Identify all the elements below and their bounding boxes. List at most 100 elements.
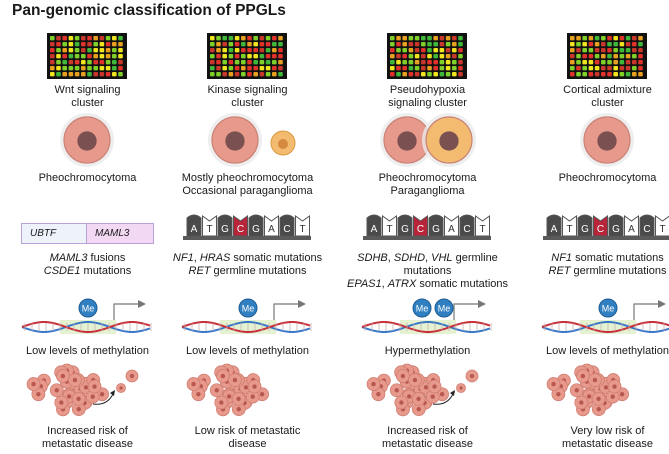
- heatmap-cell: [278, 66, 283, 71]
- tumor-cluster-illustration: [546, 363, 630, 417]
- cluster-cell-nucleus: [259, 392, 265, 397]
- heatmap-cell: [607, 42, 612, 47]
- heatmap-cell: [112, 66, 117, 71]
- heatmap-cell: [588, 36, 594, 41]
- heatmap-cell: [427, 42, 432, 47]
- dna-base-letter: G: [612, 224, 620, 235]
- heatmap-cell: [601, 72, 606, 77]
- dna-base-letter: A: [191, 224, 198, 235]
- dna-base: [202, 215, 217, 237]
- heatmap-cell: [234, 36, 240, 41]
- heatmap-cell: [632, 36, 637, 41]
- heatmap-cell: [421, 66, 426, 71]
- fusion-partner-maml3: MAML3: [87, 224, 153, 243]
- dna-backbone: [183, 236, 311, 240]
- heatmap-cell: [259, 72, 265, 77]
- heatmap-cell: [234, 66, 240, 71]
- cluster-name-line: Wnt signaling: [54, 84, 121, 96]
- heatmap-cell: [619, 54, 625, 59]
- dna-base: [546, 214, 562, 237]
- dna-strand: [21, 321, 151, 333]
- cluster-cell-nucleus: [54, 388, 59, 393]
- heatmap-cell: [427, 60, 432, 65]
- heatmap-cell: [210, 42, 215, 47]
- heatmap-cell: [68, 42, 74, 47]
- heatmap-cell: [452, 48, 457, 53]
- dna-backbone: [363, 236, 491, 240]
- heatmap-cell: [222, 48, 227, 53]
- arrow-head: [138, 300, 146, 308]
- methyl-group: [598, 298, 618, 318]
- metastatic-risk-line: Increased risk of: [47, 425, 128, 437]
- tumor-type-line: Paraganglioma: [390, 185, 465, 197]
- mutation-text: ,: [381, 278, 388, 290]
- heatmap-cell: [74, 36, 80, 41]
- mutation-line: SDHB, SDHD, VHL germline mutations: [345, 252, 510, 278]
- heatmap-cell: [452, 72, 457, 77]
- heatmap-cell: [582, 60, 587, 65]
- dna-base-letter: T: [659, 224, 665, 235]
- dna-strand: [541, 321, 669, 333]
- heatmap-cell: [68, 72, 74, 77]
- heatmap-cell: [396, 72, 401, 77]
- microarray-heatmap: [47, 33, 127, 79]
- heatmap-cell: [272, 42, 277, 47]
- heatmap-cell: [421, 72, 426, 77]
- heatmap-cell: [105, 66, 111, 71]
- heatmap-cell: [582, 54, 587, 59]
- detached-cell-nucleus: [459, 386, 463, 390]
- detached-cell-nucleus: [469, 373, 475, 379]
- heatmap-cell: [216, 66, 221, 71]
- methyl-group-label: Me: [82, 304, 95, 314]
- heatmap-cell: [272, 60, 277, 65]
- heatmap-cell: [112, 72, 117, 77]
- heatmap-cell: [607, 66, 612, 71]
- heatmap-cell: [452, 60, 457, 65]
- heatmap-cell: [619, 66, 625, 71]
- heatmap-cell: [402, 36, 407, 41]
- heatmap-cell: [241, 54, 246, 59]
- heatmap-cell: [433, 66, 438, 71]
- mutation-line: RET germline mutations: [525, 265, 669, 278]
- dna-base-letter: C: [237, 224, 244, 235]
- cluster-cell-nucleus: [72, 377, 78, 383]
- heatmap-cell: [222, 60, 227, 65]
- cluster-cell-nucleus: [250, 394, 255, 399]
- cluster-cell-nucleus: [619, 392, 625, 397]
- dna-base: [366, 214, 382, 237]
- heatmap-cell: [62, 54, 67, 59]
- heatmap-cell: [87, 54, 92, 59]
- heatmap-cell: [390, 60, 395, 65]
- heatmap-cell: [93, 66, 98, 71]
- cluster-cell-nucleus: [243, 385, 249, 390]
- heatmap-cell: [613, 42, 618, 47]
- heatmap-cell: [625, 48, 631, 53]
- heatmap-cell: [613, 66, 618, 71]
- tumor-cell-nucleus: [225, 131, 245, 151]
- heatmap-cell: [50, 42, 55, 47]
- heatmap-cell: [216, 48, 221, 53]
- heatmap-cell: [594, 42, 600, 47]
- heatmap-cell: [427, 72, 432, 77]
- heatmap-cell: [594, 72, 600, 77]
- cluster-cell-nucleus: [36, 391, 41, 397]
- heatmap-cell: [445, 36, 451, 41]
- heatmap-cell: [50, 66, 55, 71]
- cluster-cell-nucleus: [92, 384, 97, 389]
- cluster-cell-nucleus: [66, 394, 72, 399]
- cluster-cell-nucleus: [376, 391, 381, 397]
- tumor-cluster-illustration: [366, 363, 479, 417]
- heatmap-cell: [62, 66, 67, 71]
- heatmap-cell: [265, 36, 271, 41]
- cluster-cell-nucleus: [416, 396, 421, 402]
- heatmap-cell: [625, 66, 631, 71]
- paraganglioma-nucleus: [278, 139, 288, 149]
- cluster-cell-nucleus: [371, 381, 376, 387]
- heatmap-cell: [93, 54, 98, 59]
- heatmap-cell: [112, 60, 117, 65]
- cluster-cell-nucleus: [232, 377, 238, 383]
- heatmap-cell: [81, 48, 86, 53]
- heatmap-cell: [576, 66, 581, 71]
